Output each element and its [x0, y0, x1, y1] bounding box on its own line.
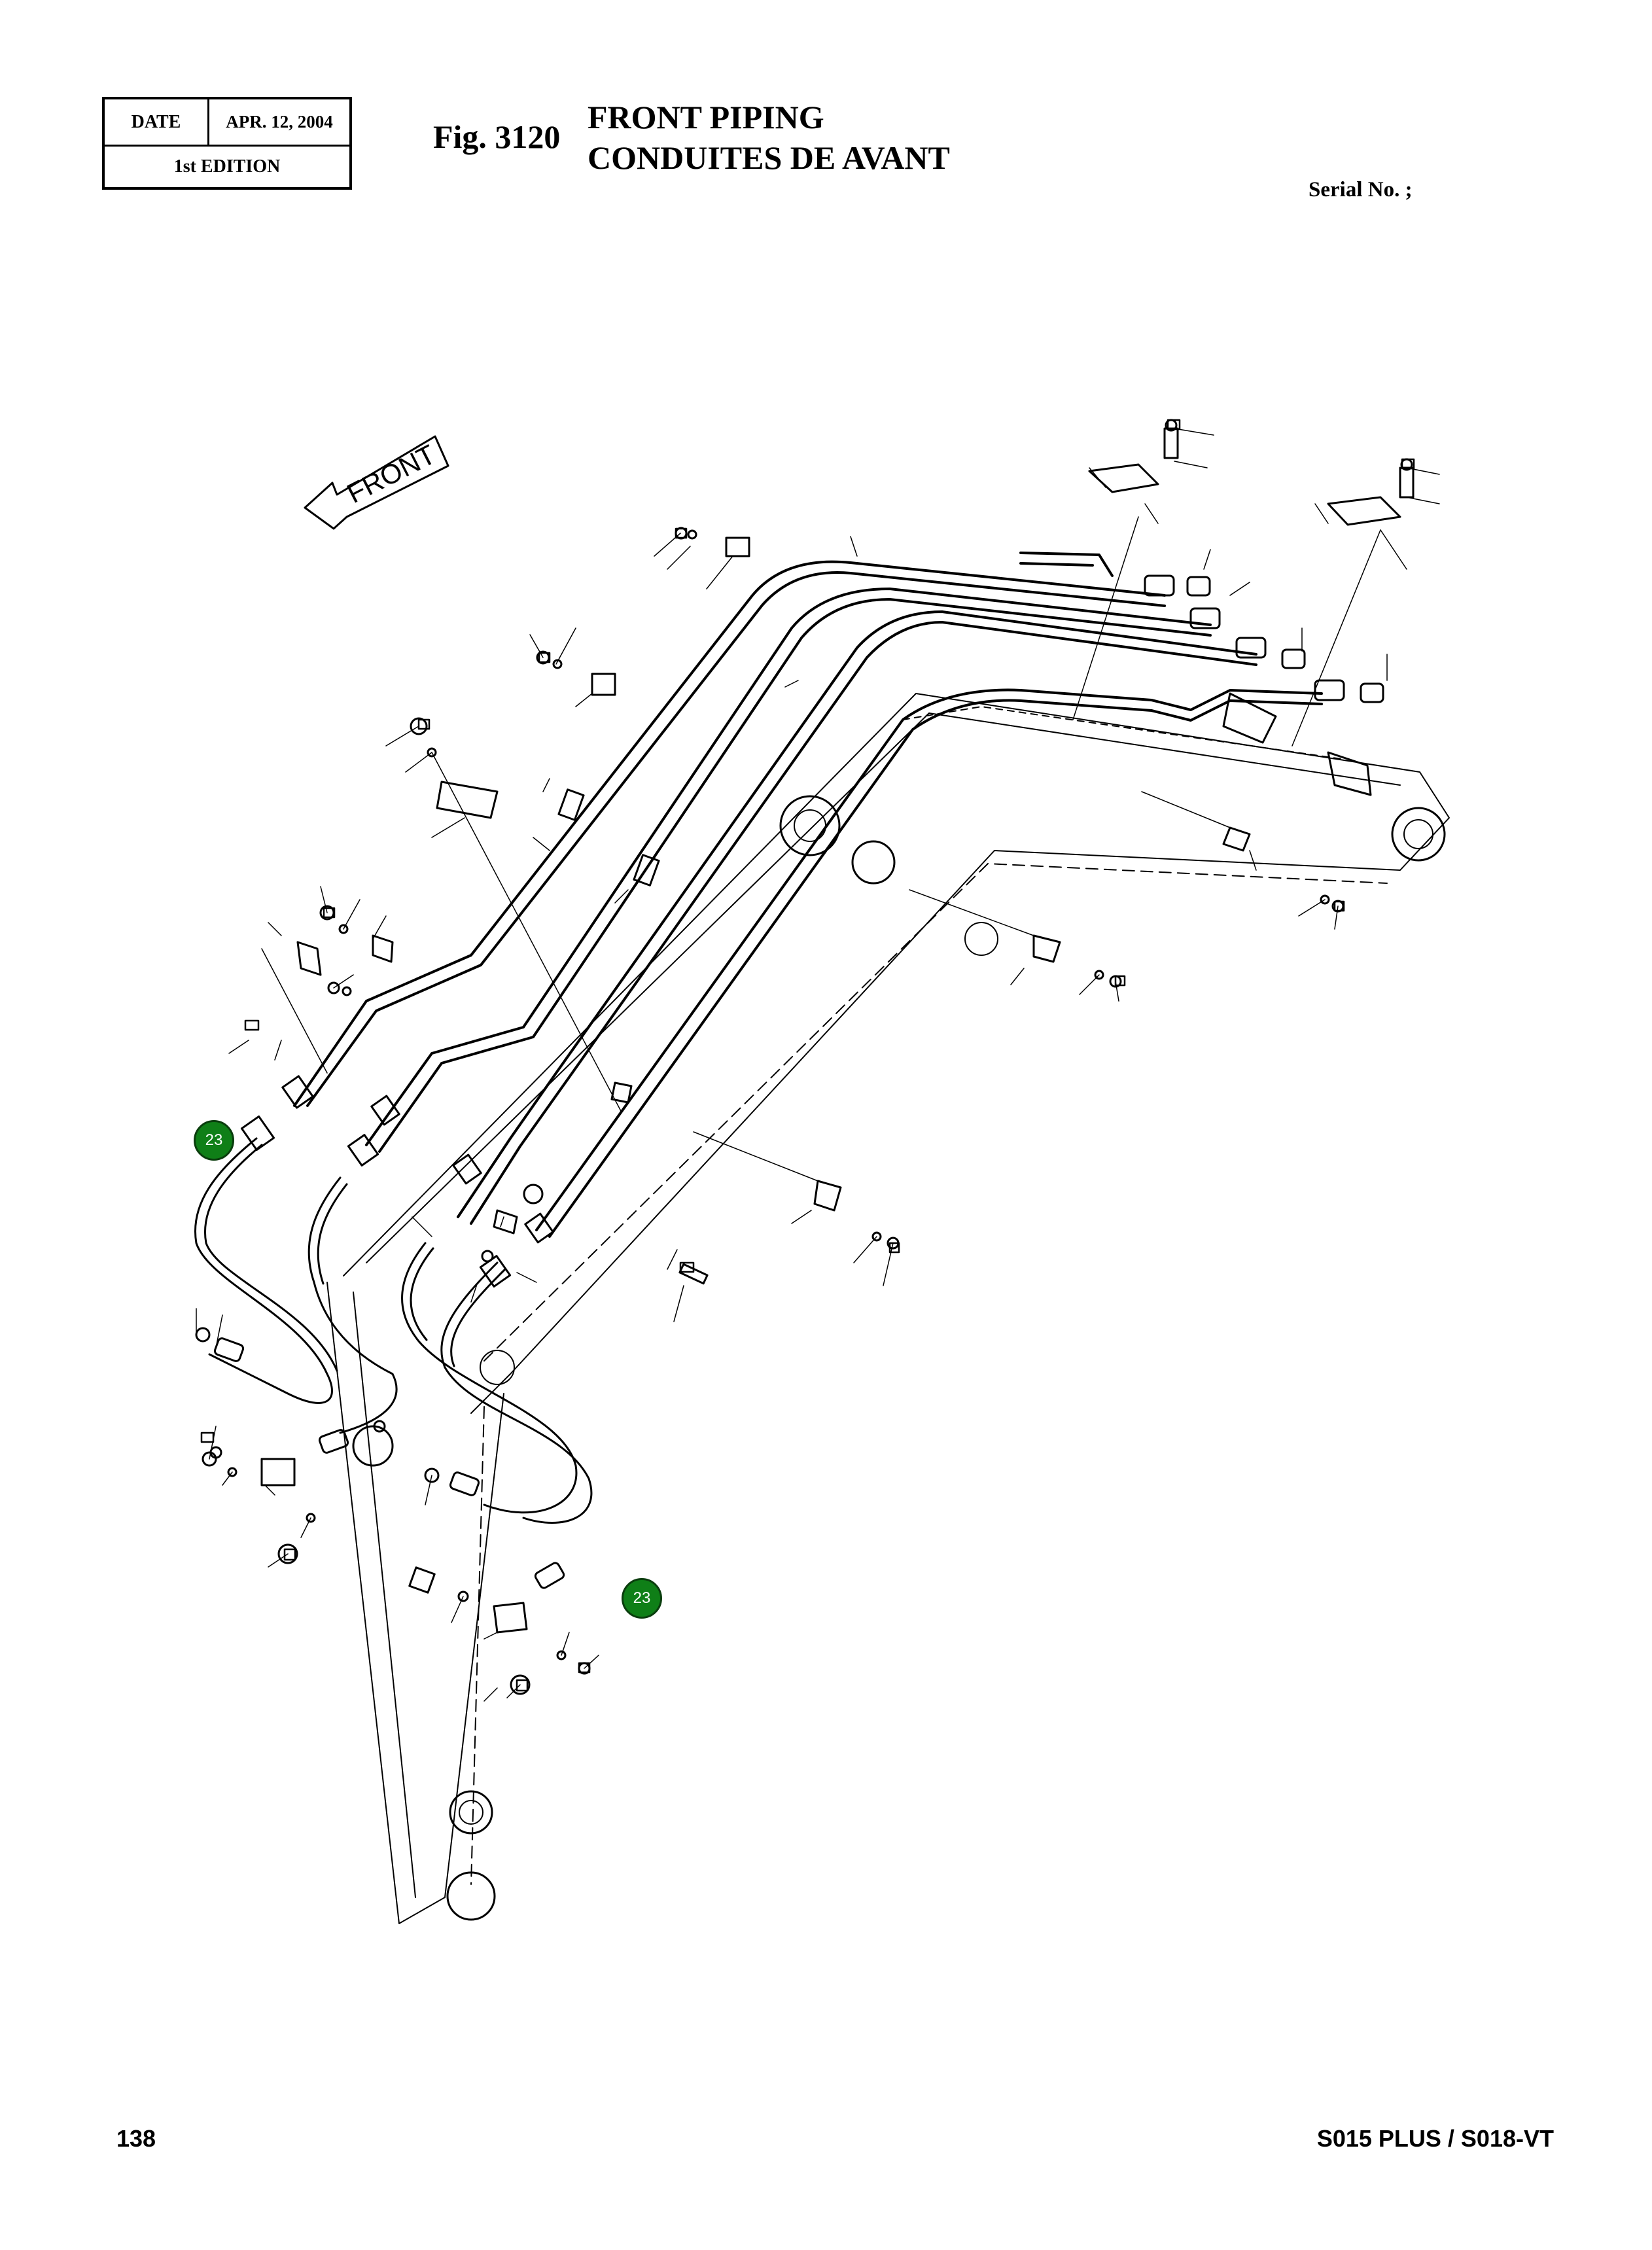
boom-outline — [343, 693, 1450, 1414]
boom-lower-pin — [964, 922, 998, 956]
arm-end-pin — [446, 1871, 496, 1921]
callout-badge: 23 — [194, 1120, 234, 1161]
title-english: FRONT PIPING — [588, 99, 824, 135]
model-name: S015 PLUS / S018-VT — [1316, 2125, 1554, 2152]
boom-tip-pin — [1391, 807, 1446, 862]
hose-fittings — [213, 574, 1384, 1589]
page-number: 138 — [116, 2125, 156, 2152]
date-value: APR. 12, 2004 — [226, 112, 333, 132]
date-label: DATE — [105, 99, 209, 145]
front-arrow-label: FRONT — [342, 438, 440, 509]
date-row: DATE APR. 12, 2004 — [105, 99, 349, 147]
serial-number-label: Serial No. ; — [1309, 178, 1413, 202]
leader-lines — [196, 428, 1440, 1702]
arm-upper-pin — [352, 1425, 394, 1467]
hydraulic-pipes — [293, 552, 1323, 1238]
front-direction-arrow: FRONT — [304, 435, 449, 530]
arm-lower-pin — [449, 1790, 493, 1835]
clamps-and-bolts — [195, 419, 1415, 1695]
date-edition-box: DATE APR. 12, 2004 1st EDITION — [102, 97, 352, 190]
boom-cylinder-pin — [851, 840, 896, 885]
title-french: CONDUITES DE AVANT — [588, 139, 950, 176]
figure-number: Fig. 3120 — [433, 118, 561, 155]
bolt-heads — [200, 419, 1415, 1692]
boom-pivot-pin — [779, 795, 841, 856]
flexible-hoses — [194, 1137, 593, 1524]
callout-badge: 23 — [622, 1578, 662, 1619]
edition-label: 1st EDITION — [173, 156, 281, 177]
arm-outline — [326, 1282, 515, 1924]
